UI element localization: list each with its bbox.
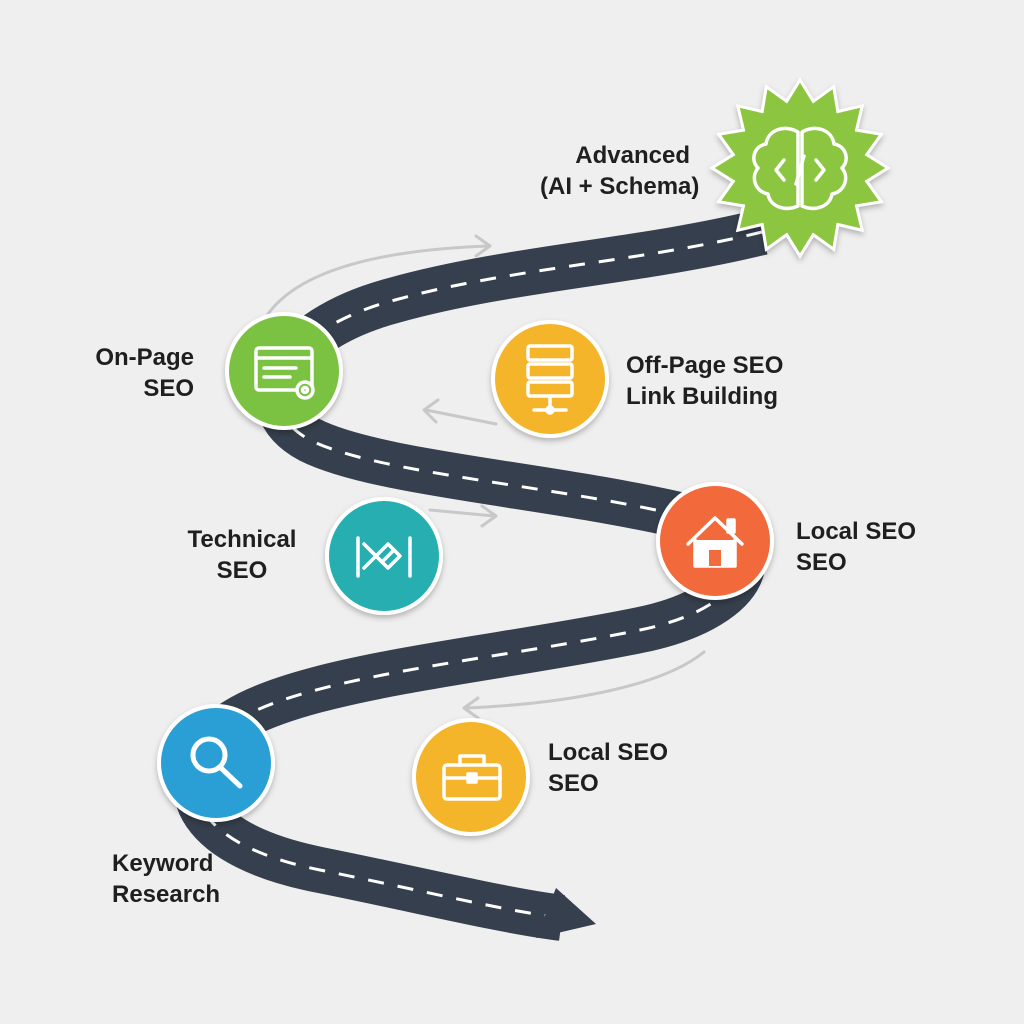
briefcase-icon bbox=[442, 754, 502, 801]
label-off-page-line-1: Off-Page SEO bbox=[626, 352, 784, 379]
label-advanced-line-2: (AI + Schema) bbox=[540, 173, 700, 200]
label-advanced: Advanced (AI + Schema) bbox=[540, 140, 700, 202]
label-keyword: Keyword Research bbox=[112, 848, 220, 910]
guide-arrow-top-head bbox=[474, 234, 492, 258]
label-off-page-line-2: Link Building bbox=[626, 383, 778, 410]
label-local-home-line-1: Local SEO bbox=[796, 518, 917, 545]
label-off-page: Off-Page SEO Link Building bbox=[626, 350, 783, 412]
house-icon bbox=[686, 516, 744, 568]
brain-code-icon bbox=[752, 126, 848, 211]
road-arrow-head bbox=[536, 888, 596, 938]
label-local-briefcase-line-1: Local SEO bbox=[548, 739, 669, 766]
guide-arrow-offpage bbox=[424, 408, 498, 426]
guide-arrow-technical-head bbox=[480, 504, 498, 528]
guide-arrow-offpage-head bbox=[422, 398, 440, 424]
label-local-home: Local SEO SEO bbox=[796, 516, 916, 578]
network-icon bbox=[356, 536, 412, 578]
label-on-page-line-1: On-Page bbox=[95, 344, 194, 371]
label-keyword-line-2: Research bbox=[112, 881, 221, 908]
label-advanced-line-1: Advanced bbox=[575, 142, 690, 169]
guide-arrow-lower-head bbox=[462, 696, 480, 720]
label-local-briefcase-line-2: SEO bbox=[548, 770, 599, 797]
server-icon bbox=[526, 344, 574, 415]
label-technical-line-1: Technical bbox=[187, 526, 297, 553]
label-technical-line-2: SEO bbox=[216, 557, 268, 584]
guide-arrow-lower bbox=[464, 650, 706, 710]
label-local-home-line-2: SEO bbox=[796, 549, 847, 576]
guide-arrow-technical bbox=[428, 508, 496, 518]
step-circle-keyword bbox=[157, 704, 275, 822]
guide-arrows bbox=[266, 234, 706, 720]
guide-arrow-top bbox=[266, 244, 490, 316]
label-keyword-line-1: Keyword bbox=[112, 850, 214, 877]
label-on-page: On-Page SEO bbox=[74, 342, 194, 404]
label-technical: Technical SEO bbox=[172, 524, 312, 586]
label-on-page-line-2: SEO bbox=[143, 375, 194, 402]
label-local-briefcase: Local SEO SEO bbox=[548, 737, 668, 799]
step-circle-on-page bbox=[225, 312, 343, 430]
step-circle-technical bbox=[325, 497, 443, 615]
magnifier-icon bbox=[190, 736, 243, 789]
webpage-gear-icon bbox=[254, 346, 315, 400]
